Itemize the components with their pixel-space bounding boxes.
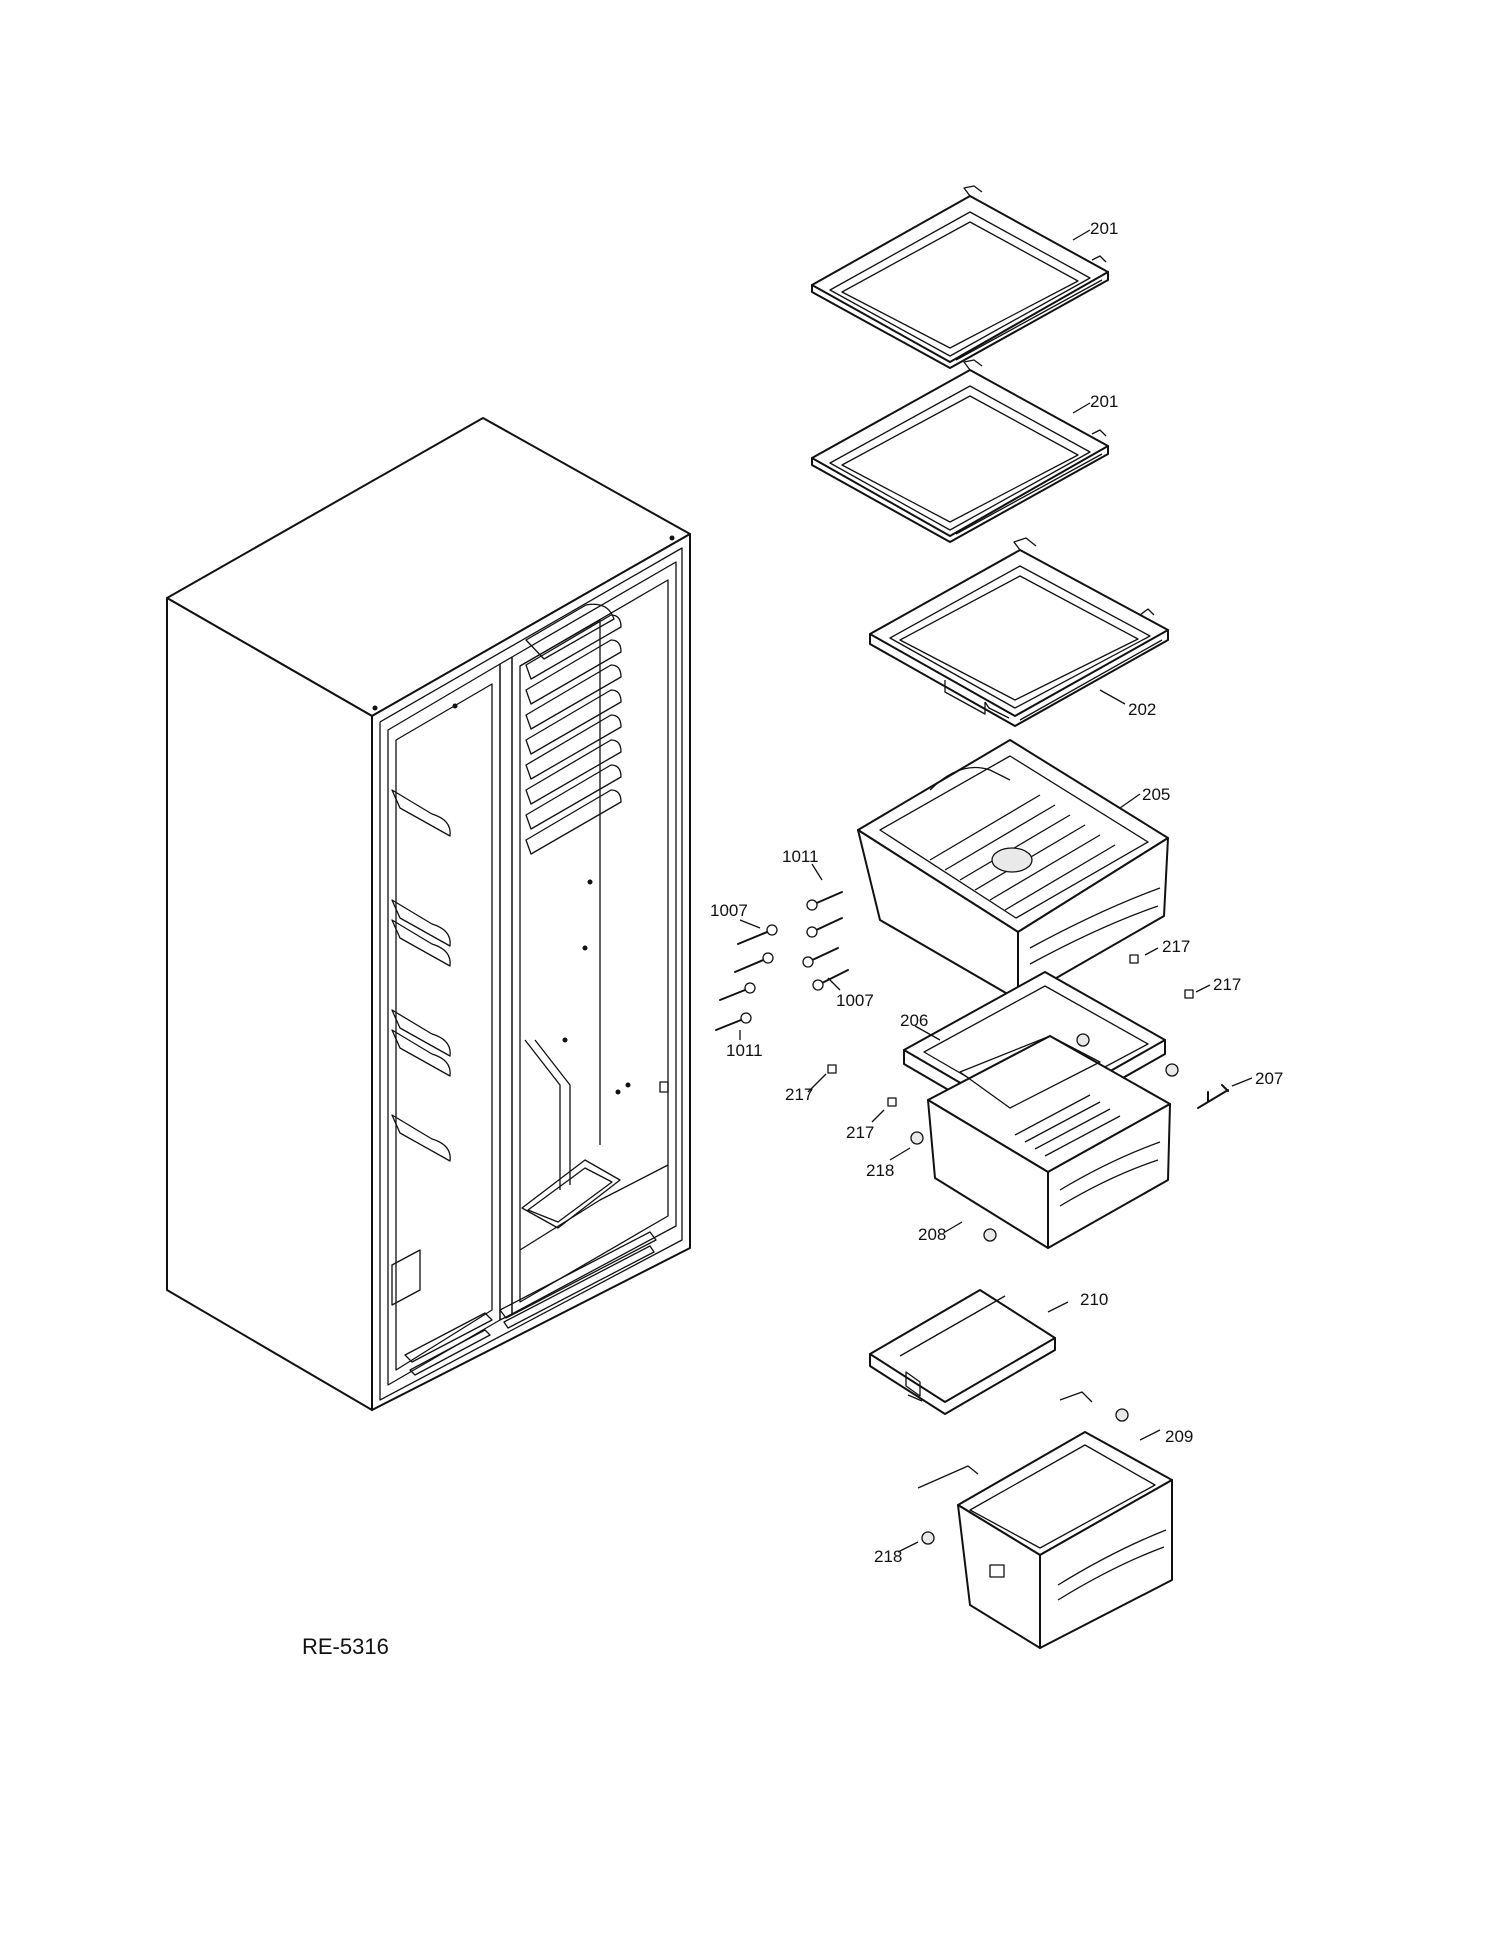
callout-217d: 217	[846, 1123, 874, 1142]
pan-cover-210	[869, 1289, 1056, 1415]
freezer-shelf-brackets	[391, 789, 451, 1162]
shelf-rails	[525, 603, 622, 855]
callout-1007b: 1007	[836, 991, 874, 1010]
shelf-201-second	[811, 359, 1109, 543]
callout-206: 206	[900, 1011, 928, 1030]
drawer-209	[917, 1391, 1173, 1649]
pan-205-ribs	[929, 794, 1116, 911]
callout-202: 202	[1128, 700, 1156, 719]
callout-207: 207	[1255, 1069, 1283, 1088]
callout-201b: 201	[1090, 392, 1118, 411]
callout-209: 209	[1165, 1427, 1193, 1446]
callout-210: 210	[1080, 1290, 1108, 1309]
callout-labels: 201 201 202 205 1011 1007 1007 1011 217 …	[710, 219, 1283, 1566]
callout-218b: 218	[874, 1547, 902, 1566]
cabinet-screws	[372, 535, 675, 1095]
refrigerator-cabinet	[166, 417, 691, 1411]
callout-217a: 217	[1162, 937, 1190, 956]
callout-1011a: 1011	[782, 847, 819, 866]
callout-1007a: 1007	[710, 901, 748, 920]
callout-208: 208	[918, 1225, 946, 1244]
callout-205: 205	[1142, 785, 1170, 804]
clip-hardware	[827, 954, 1229, 1545]
callout-217c: 217	[785, 1085, 813, 1104]
pan-208-ribs	[1014, 1094, 1121, 1157]
callout-1011b: 1011	[726, 1041, 763, 1060]
drawing-code: RE-5316	[302, 1634, 389, 1659]
screw-hardware	[715, 891, 849, 1031]
crisper-pan-205	[857, 739, 1169, 1001]
callout-201a: 201	[1090, 219, 1118, 238]
snack-pan-208	[927, 1035, 1171, 1249]
callout-218a: 218	[866, 1161, 894, 1180]
callout-217b: 217	[1213, 975, 1241, 994]
shelf-201-top	[811, 185, 1109, 369]
shelf-202	[869, 537, 1169, 727]
leader-lines	[739, 229, 1253, 1553]
